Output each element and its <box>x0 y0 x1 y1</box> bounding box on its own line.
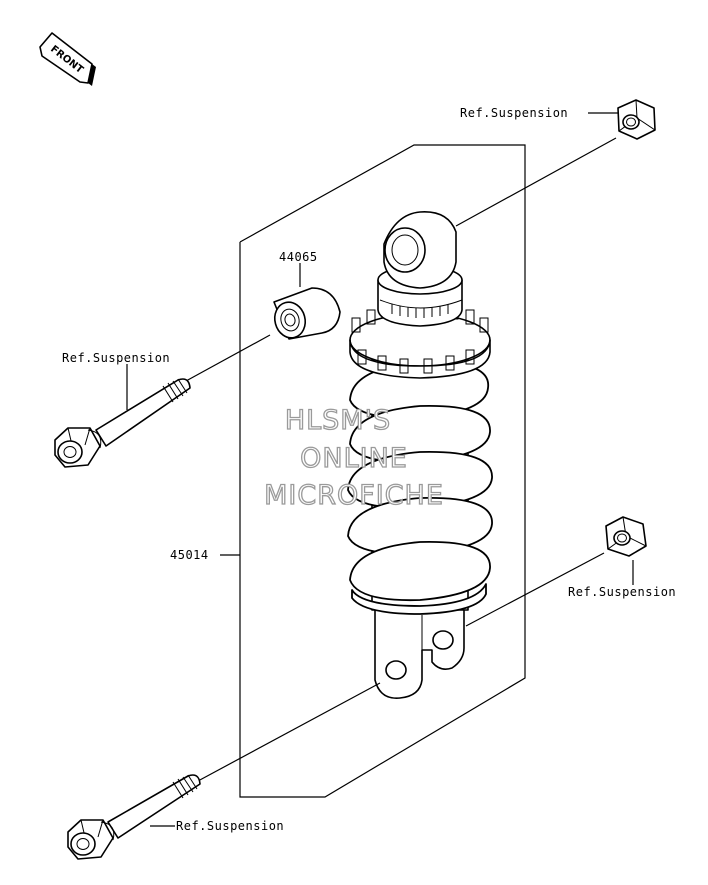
top-nut <box>617 99 656 140</box>
right-nut <box>605 516 647 557</box>
left-bolt-leader <box>185 334 271 382</box>
bottom-bolt <box>67 774 201 860</box>
right-nut-leader <box>465 552 605 627</box>
left-bolt <box>54 378 191 468</box>
watermark-line-1: HLSM'S <box>285 405 391 436</box>
top-nut-leader <box>455 137 617 227</box>
assembly-group-outline <box>239 144 526 798</box>
coil-spring <box>347 361 493 615</box>
ref-label-right-nut: Ref.Suspension <box>568 585 676 599</box>
ref-label-bottom-bolt: Ref.Suspension <box>176 819 284 833</box>
collar-44065 <box>273 287 341 340</box>
part-number-45014: 45014 <box>170 548 209 562</box>
watermark: HLSM'S ONLINE MICROFICHE <box>263 404 444 511</box>
part-number-44065: 44065 <box>279 250 318 264</box>
shock-absorber-45014 <box>347 211 493 699</box>
ref-label-top-right: Ref.Suspension <box>460 106 568 120</box>
bottom-bolt-leader <box>197 682 381 782</box>
ref-label-left-bolt: Ref.Suspension <box>62 351 170 365</box>
front-arrow-icon: FRONT <box>39 32 96 86</box>
watermark-line-2: ONLINE <box>300 443 408 474</box>
watermark-line-3: MICROFICHE <box>264 480 444 511</box>
